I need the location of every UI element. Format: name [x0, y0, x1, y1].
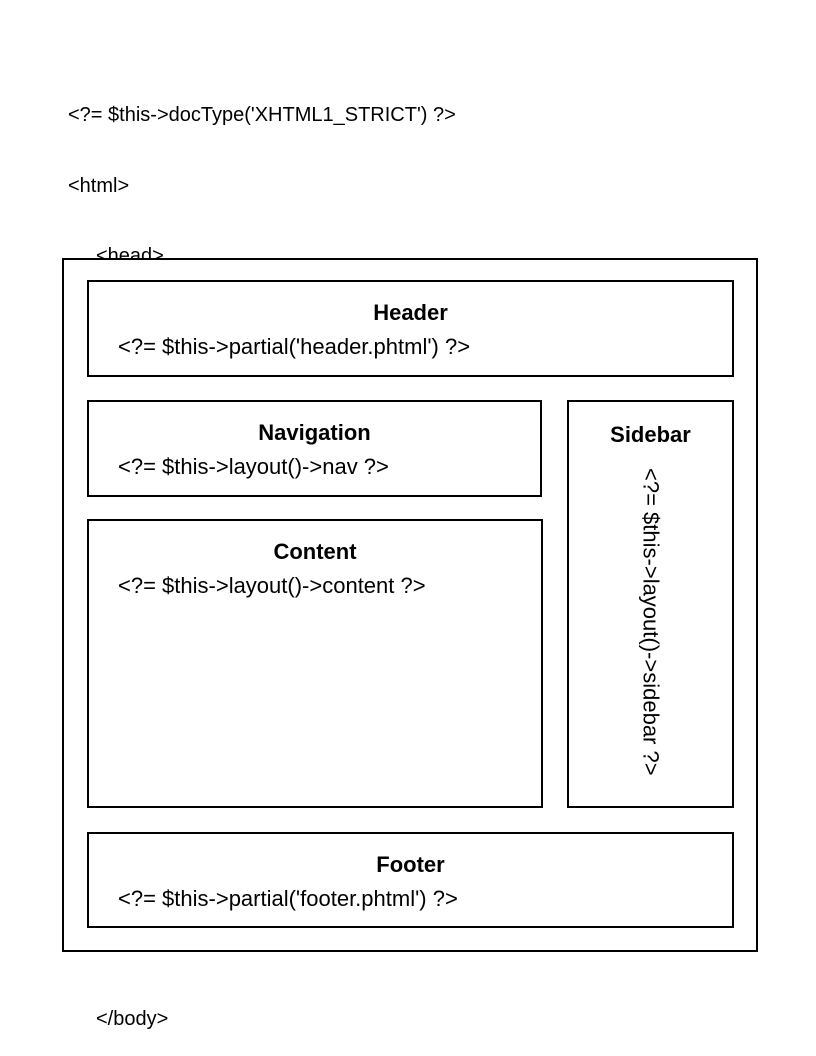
content-box: Content <?= $this->layout()->content ?>: [87, 519, 543, 808]
php-code-bottom: </body> </html>: [68, 961, 168, 1056]
body-layout-box: Header <?= $this->partial('header.phtml'…: [62, 258, 758, 952]
sidebar-box-code-vertical: <?= $this->layout()->sidebar ?>: [638, 468, 664, 776]
navigation-box: Navigation <?= $this->layout()->nav ?>: [87, 400, 542, 497]
header-box-code: <?= $this->partial('header.phtml') ?>: [118, 334, 471, 359]
navigation-box-title: Navigation: [258, 420, 371, 445]
content-box-code: <?= $this->layout()->content ?>: [118, 573, 426, 598]
navigation-box-code: <?= $this->layout()->nav ?>: [118, 454, 389, 479]
code-line-html-open: <html>: [68, 174, 130, 197]
footer-box: Footer <?= $this->partial('footer.phtml'…: [87, 832, 734, 928]
header-box-title: Header: [373, 300, 448, 325]
sidebar-box-title: Sidebar: [610, 422, 691, 447]
content-box-title: Content: [273, 539, 357, 564]
footer-box-title: Footer: [376, 852, 445, 877]
sidebar-box: Sidebar <?= $this->layout()->sidebar ?>: [567, 400, 734, 808]
header-box: Header <?= $this->partial('header.phtml'…: [87, 280, 734, 377]
footer-box-code: <?= $this->partial('footer.phtml') ?>: [118, 886, 458, 911]
code-line-body-close: </body>: [96, 1008, 169, 1030]
code-line-doctype: <?= $this->docType('XHTML1_STRICT') ?>: [68, 104, 456, 126]
